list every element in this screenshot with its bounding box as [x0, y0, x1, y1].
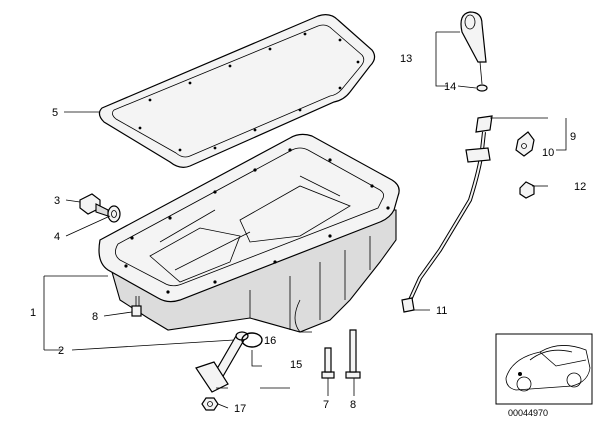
suction-pipe — [195, 331, 249, 393]
leader-lines — [43, 31, 567, 409]
oil-pan — [98, 133, 400, 333]
gasket-ring — [107, 205, 121, 223]
dipstick-guide-tube — [408, 115, 493, 301]
dipstick-o-ring — [476, 84, 488, 92]
callout-8-left: 8 — [92, 311, 98, 323]
bracket-bolt — [519, 181, 535, 199]
callout-13: 13 — [400, 53, 412, 65]
callout-2: 2 — [58, 345, 64, 357]
callout-10: 10 — [542, 147, 554, 159]
screw-plug — [79, 193, 109, 217]
callout-3: 3 — [54, 195, 60, 207]
oil-dipstick — [460, 11, 487, 85]
bolt-short — [321, 347, 335, 379]
callout-8-right: 8 — [350, 399, 356, 411]
hex-nut — [201, 397, 219, 411]
callout-11: 11 — [436, 305, 447, 317]
callout-14: 14 — [444, 81, 456, 93]
hex-bolt-left — [131, 296, 142, 317]
callout-7: 7 — [323, 399, 329, 411]
bracket — [515, 131, 535, 157]
oil-pan-gasket — [98, 14, 376, 168]
o-ring — [241, 332, 263, 348]
bolt-long — [345, 329, 361, 379]
callout-17: 17 — [234, 403, 246, 415]
callout-1: 1 — [30, 307, 36, 319]
callout-4: 4 — [54, 231, 60, 243]
callout-15: 15 — [290, 359, 302, 371]
callout-5: 5 — [52, 107, 58, 119]
callout-16: 16 — [264, 335, 276, 347]
vehicle-thumbnail — [495, 333, 593, 405]
callout-12: 12 — [574, 181, 586, 193]
callout-labels: 5 3 4 1 8 2 16 15 17 7 8 11 13 14 9 10 1… — [30, 53, 586, 415]
callout-9: 9 — [570, 131, 576, 143]
diagram-reference-number: 00044970 — [508, 408, 548, 418]
